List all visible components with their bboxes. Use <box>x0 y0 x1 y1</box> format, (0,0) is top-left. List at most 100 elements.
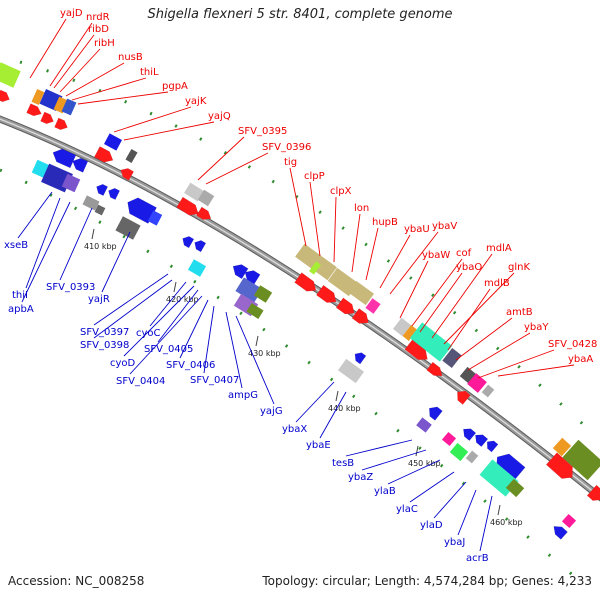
reverse-gene-label[interactable]: ybaX <box>282 424 307 435</box>
gene-arrow[interactable] <box>294 272 320 296</box>
gene-arrow[interactable] <box>351 308 372 327</box>
gene-block[interactable] <box>347 280 375 306</box>
gene-arrow[interactable] <box>586 484 600 505</box>
gene-block[interactable] <box>61 173 81 193</box>
gene-arrow[interactable] <box>316 284 339 306</box>
gene-arrow[interactable] <box>472 431 489 448</box>
gene-block[interactable] <box>552 437 572 457</box>
reverse-gene-label[interactable]: ybaJ <box>444 537 465 548</box>
reverse-gene-label[interactable]: ylaD <box>420 520 443 531</box>
forward-gene-label[interactable]: yajD <box>60 8 83 19</box>
gene-block[interactable] <box>442 348 462 368</box>
reverse-gene-label[interactable]: yajG <box>260 406 283 417</box>
gene-arrow[interactable] <box>352 350 367 365</box>
forward-gene-label[interactable]: ribD <box>88 24 109 35</box>
forward-gene-label[interactable]: SFV_0428 <box>548 339 597 350</box>
gene-block[interactable] <box>337 358 365 384</box>
forward-gene-label[interactable]: cof <box>456 248 472 259</box>
gene-block[interactable] <box>465 450 479 464</box>
gene-block[interactable] <box>246 303 264 319</box>
reverse-gene-label[interactable]: apbA <box>8 304 34 315</box>
forward-gene-label[interactable]: amtB <box>506 307 533 318</box>
gene-block[interactable] <box>441 431 457 447</box>
gene-arrow[interactable] <box>118 166 135 181</box>
gene-block[interactable] <box>82 195 100 211</box>
reverse-gene-label[interactable]: ylaB <box>374 486 396 497</box>
forward-gene-label[interactable]: ybaO <box>456 262 482 273</box>
gene-block[interactable] <box>449 442 469 462</box>
forward-gene-label[interactable]: lon <box>354 203 369 214</box>
gene-block[interactable] <box>467 373 487 393</box>
gene-arrow[interactable] <box>50 146 77 169</box>
forward-gene-label[interactable]: ybaA <box>568 354 593 365</box>
reverse-gene-label[interactable]: acrB <box>466 553 489 564</box>
forward-gene-label[interactable]: glnK <box>508 262 530 273</box>
gene-block[interactable] <box>0 62 21 88</box>
reverse-gene-label[interactable]: xseB <box>4 240 28 251</box>
forward-gene-label[interactable]: tig <box>284 157 297 168</box>
gene-block[interactable] <box>365 298 381 314</box>
reverse-gene-label[interactable]: cyoD <box>110 358 136 369</box>
gene-arrow[interactable] <box>94 182 109 197</box>
forward-gene-label[interactable]: mdlA <box>486 243 512 254</box>
forward-gene-label[interactable]: nrdR <box>86 12 110 23</box>
gene-block[interactable] <box>505 478 525 498</box>
forward-gene-label[interactable]: ribH <box>94 38 115 49</box>
reverse-gene-label[interactable]: ylaC <box>396 504 418 515</box>
gene-arrow[interactable] <box>106 186 121 201</box>
forward-gene-label[interactable]: yajK <box>185 96 207 107</box>
forward-gene-label[interactable]: ybaY <box>524 322 549 333</box>
gene-arrow[interactable] <box>484 438 499 453</box>
reverse-gene-label[interactable]: SFV_0393 <box>46 282 95 293</box>
gene-arrow[interactable] <box>426 404 443 421</box>
gene-arrow[interactable] <box>196 206 213 223</box>
gene-arrow[interactable] <box>404 339 431 364</box>
forward-gene-label[interactable]: clpP <box>304 171 325 182</box>
reverse-gene-label[interactable]: SFV_0406 <box>166 360 215 371</box>
gene-block[interactable] <box>481 384 495 398</box>
gene-block[interactable] <box>197 189 215 207</box>
forward-gene-label[interactable]: nusB <box>118 52 143 63</box>
forward-gene-label[interactable]: ybaW <box>422 250 450 261</box>
gene-arrow[interactable] <box>26 103 44 119</box>
gene-block[interactable] <box>104 133 122 151</box>
gene-arrow[interactable] <box>545 452 578 484</box>
gene-arrow[interactable] <box>454 388 471 405</box>
gene-arrow[interactable] <box>40 111 55 126</box>
gene-block[interactable] <box>187 259 207 277</box>
reverse-gene-label[interactable]: SFV_0404 <box>116 376 165 387</box>
forward-gene-label[interactable]: mdlB <box>484 278 510 289</box>
gene-block[interactable] <box>147 210 163 226</box>
gene-block[interactable] <box>562 439 600 481</box>
gene-arrow[interactable] <box>460 425 477 442</box>
gene-block[interactable] <box>392 317 412 337</box>
reverse-gene-label[interactable]: thiI <box>12 290 28 301</box>
forward-gene-label[interactable]: thiL <box>140 67 159 78</box>
gene-block[interactable] <box>309 261 321 275</box>
reverse-gene-label[interactable]: ybaE <box>306 440 331 451</box>
forward-gene-label[interactable]: pgpA <box>162 81 188 92</box>
gene-arrow[interactable] <box>550 523 568 540</box>
reverse-gene-label[interactable]: SFV_0407 <box>190 375 239 386</box>
forward-gene-label[interactable]: hupB <box>372 217 398 228</box>
reverse-gene-label[interactable]: SFV_0405 <box>144 344 193 355</box>
gene-arrow[interactable] <box>54 117 69 132</box>
gene-arrow[interactable] <box>192 238 207 253</box>
gene-block[interactable] <box>125 149 138 163</box>
forward-gene-label[interactable]: ybaU <box>404 224 430 235</box>
gene-block[interactable] <box>561 513 577 529</box>
gene-arrow[interactable] <box>176 196 201 219</box>
gene-arrow[interactable] <box>70 156 89 173</box>
gene-block[interactable] <box>402 325 418 341</box>
reverse-gene-label[interactable]: SFV_0398 <box>80 340 129 351</box>
forward-gene-label[interactable]: SFV_0396 <box>262 142 311 153</box>
reverse-gene-label[interactable]: cyoC <box>136 328 161 339</box>
gene-block[interactable] <box>184 182 204 202</box>
gene-arrow[interactable] <box>93 146 116 165</box>
gene-arrow[interactable] <box>426 361 446 380</box>
reverse-gene-label[interactable]: ampG <box>228 390 258 401</box>
forward-gene-label[interactable]: SFV_0395 <box>238 126 287 137</box>
gene-block[interactable] <box>53 96 69 114</box>
gene-block[interactable] <box>94 204 106 216</box>
reverse-gene-label[interactable]: tesB <box>332 458 354 469</box>
